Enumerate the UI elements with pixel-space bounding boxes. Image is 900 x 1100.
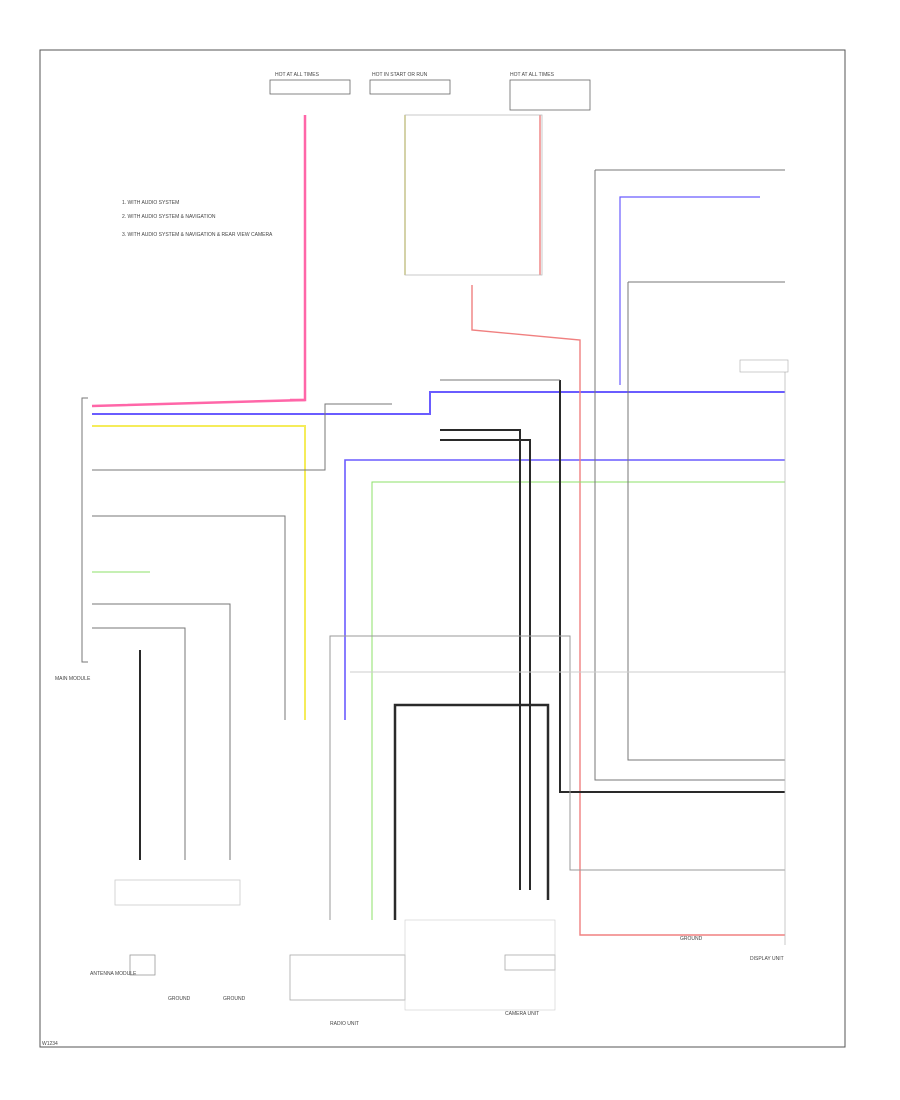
ground-left-label: GROUND: [168, 996, 191, 1002]
note-3: 3. WITH AUDIO SYSTEM & NAVIGATION & REAR…: [122, 232, 273, 238]
wire-gray: [92, 169, 785, 920]
notes-block: 1. WITH AUDIO SYSTEM 2. WITH AUDIO SYSTE…: [122, 200, 273, 238]
diagram-footer-id: W1234: [42, 1041, 58, 1047]
right-connector: DISPLAY UNIT: [739, 359, 789, 962]
radio-unit-label: RADIO UNIT: [330, 1021, 359, 1027]
wire-red: [471, 115, 785, 936]
ground-mid-label: GROUND: [223, 996, 246, 1002]
fuse-box-group: HOT AT ALL TIMES HOT IN START OR RUN HOT…: [269, 72, 591, 111]
ground-strap-label: GROUND: [680, 936, 703, 942]
fuse-box-label-2: HOT IN START OR RUN: [372, 72, 428, 78]
note-1: 1. WITH AUDIO SYSTEM: [122, 200, 179, 206]
main-module-connector: MAIN MODULE: [55, 397, 91, 682]
bottom-components: ANTENNA MODULE GROUND GROUND RADIO UNIT …: [90, 879, 703, 1027]
antenna-module-label: ANTENNA MODULE: [90, 971, 137, 977]
fuse-wire-box: [404, 114, 543, 276]
diagram-frame: [39, 49, 846, 1048]
main-module-label: MAIN MODULE: [55, 676, 91, 682]
wire-pink: [91, 115, 307, 408]
wire-green: [92, 481, 785, 920]
wire-blue-mid: [344, 459, 785, 720]
wire-black: [139, 380, 785, 920]
note-2: 2. WITH AUDIO SYSTEM & NAVIGATION: [122, 214, 216, 220]
fuse-box-label-1: HOT AT ALL TIMES: [275, 72, 320, 78]
display-right-label: DISPLAY UNIT: [750, 956, 784, 962]
fuse-box-label-3: HOT AT ALL TIMES: [510, 72, 555, 78]
camera-unit-label: CAMERA UNIT: [505, 1011, 539, 1017]
wire-blue-top: [92, 196, 785, 415]
